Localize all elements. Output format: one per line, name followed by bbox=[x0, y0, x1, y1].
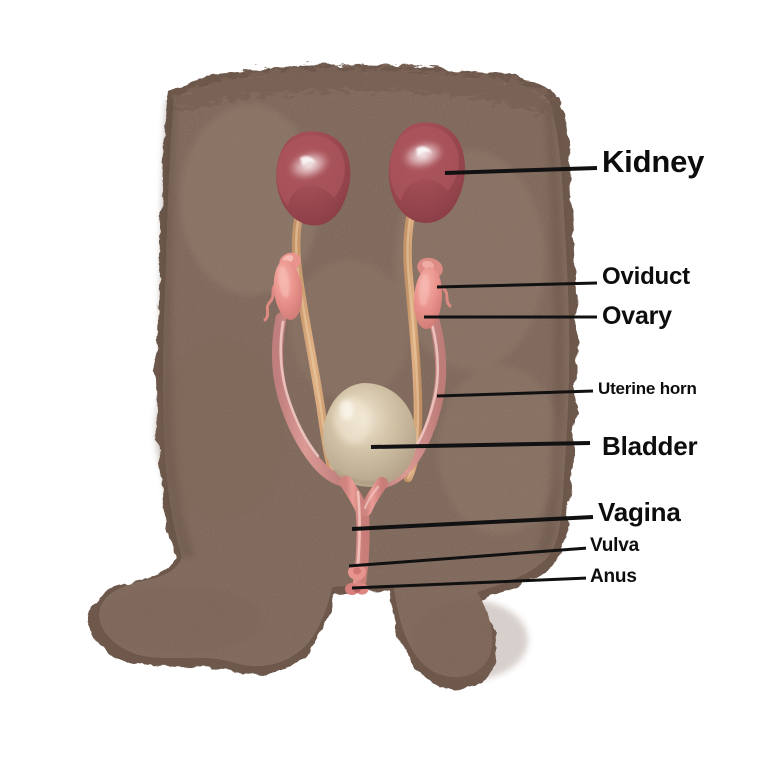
ovary-left bbox=[273, 260, 303, 320]
label-bladder: Bladder bbox=[598, 432, 702, 463]
label-vagina: Vagina bbox=[594, 498, 685, 529]
leader-line-kidney bbox=[444, 166, 598, 175]
label-oviduct: Oviduct bbox=[598, 263, 694, 292]
kidney-right bbox=[388, 122, 465, 224]
leader-line-anus bbox=[351, 576, 589, 590]
uterine-horn-left bbox=[271, 312, 352, 488]
leader-line-vagina bbox=[351, 515, 594, 531]
label-ovary: Ovary bbox=[598, 302, 676, 332]
leader-line-bladder bbox=[370, 441, 591, 449]
label-uterine-horn: Uterine horn bbox=[594, 379, 701, 400]
ovary-right bbox=[413, 267, 443, 329]
leader-line-uterine-horn bbox=[436, 389, 594, 398]
label-anus: Anus bbox=[586, 566, 641, 589]
bladder bbox=[323, 383, 417, 487]
leader-line-vulva bbox=[348, 546, 589, 568]
label-kidney: Kidney bbox=[598, 145, 709, 181]
label-vulva: Vulva bbox=[586, 535, 643, 558]
leader-line-oviduct bbox=[436, 281, 598, 289]
kidney-left bbox=[276, 131, 351, 226]
leader-lines bbox=[348, 166, 598, 590]
vulva bbox=[348, 564, 366, 580]
